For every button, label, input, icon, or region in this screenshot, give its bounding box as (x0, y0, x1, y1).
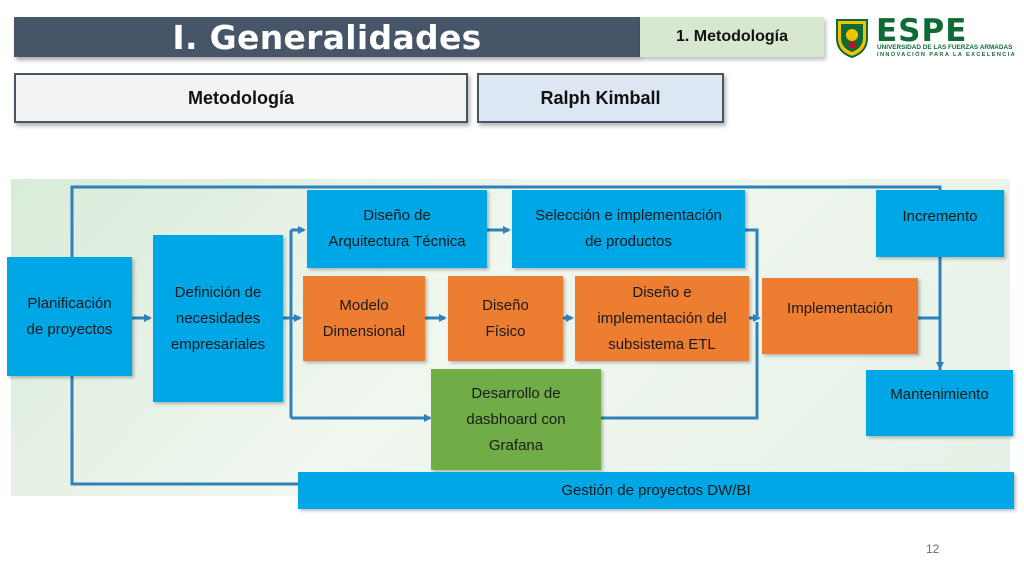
methodology-value: Ralph Kimball (477, 73, 724, 123)
node-diseno-fisico: Diseño Físico (448, 276, 563, 361)
node-arquitectura-tecnica: Diseño de Arquitectura Técnica (307, 190, 487, 268)
node-seleccion-productos: Selección e implementación de productos (512, 190, 745, 268)
node-implementacion: Implementación (762, 278, 918, 354)
connector-dash-impl (601, 322, 759, 420)
logo-brand: ESPE (876, 13, 968, 49)
node-definicion-necesidades: Definición de necesidades empresariales (153, 235, 283, 402)
university-crest-icon (836, 19, 868, 58)
node-mantenimiento: Mantenimiento (866, 370, 1013, 436)
section-tag: 1. Metodología (640, 17, 824, 57)
page-title: I. Generalidades (172, 17, 482, 57)
node-planificacion: Planificación de proyectos (7, 257, 132, 376)
node-modelo-dimensional: Modelo Dimensional (303, 276, 425, 361)
node-incremento: Incremento (876, 190, 1004, 257)
node-gestion-proyectos: Gestión de proyectos DW/BI (298, 472, 1014, 509)
espe-logo: ESPE UNIVERSIDAD DE LAS FUERZAS ARMADAS … (834, 13, 1015, 60)
node-dashboard-grafana: Desarrollo de dasbhoard con Grafana (431, 369, 601, 470)
node-subsistema-etl: Diseño e implementación del subsistema E… (575, 276, 749, 361)
connector-sel-impl (745, 228, 759, 316)
logo-university-name: UNIVERSIDAD DE LAS FUERZAS ARMADAS (877, 44, 1013, 51)
methodology-label: Metodología (14, 73, 468, 123)
connector-bottom-loop (70, 376, 300, 486)
logo-motto: INNOVACIÓN PARA LA EXCELENCIA (877, 52, 1017, 58)
title-bar: I. Generalidades (14, 17, 640, 57)
page-number: 12 (926, 542, 940, 556)
